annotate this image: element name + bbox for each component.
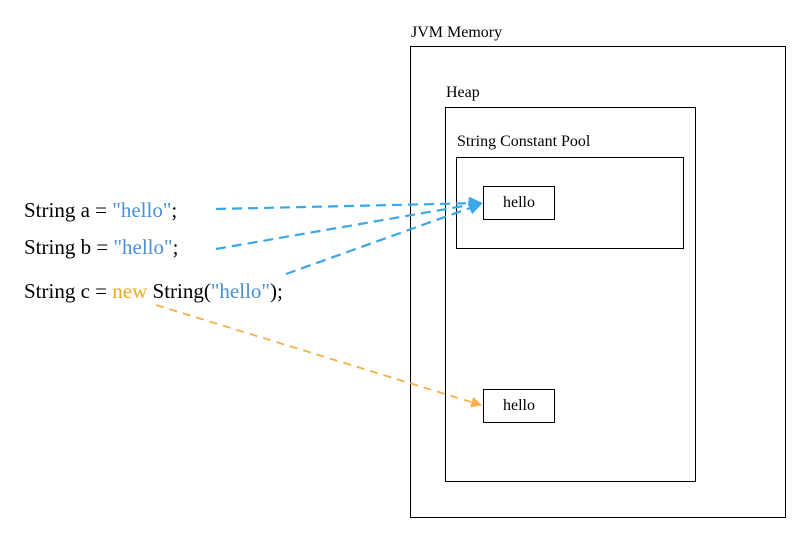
code-line-c-middle: String( [147,279,211,303]
code-line-c-suffix: ); [270,279,283,303]
code-line-a-literal: "hello" [112,198,172,222]
code-line-a-suffix: ; [171,198,178,222]
string-constant-pool-title: String Constant Pool [457,133,591,150]
code-line-b-prefix: String b = [24,235,114,259]
code-line-a: String a = "hello"; [24,198,177,222]
heap-title: Heap [446,84,480,101]
code-line-c-prefix: String c = [24,279,113,303]
code-line-c: String c = new String("hello"); [24,279,283,303]
code-line-a-prefix: String a = [24,198,113,222]
code-line-c-keyword: new [112,279,148,303]
code-line-b-literal: "hello" [113,235,173,259]
heap-box [445,107,696,482]
code-line-b: String b = "hello"; [24,235,178,259]
jvm-memory-title: JVM Memory [411,24,503,41]
code-line-b-suffix: ; [172,235,179,259]
heap-hello-object: hello [483,389,555,423]
jvm-memory-box [410,46,786,518]
pool-hello-value: hello [483,186,555,220]
code-line-c-literal: "hello" [210,279,270,303]
